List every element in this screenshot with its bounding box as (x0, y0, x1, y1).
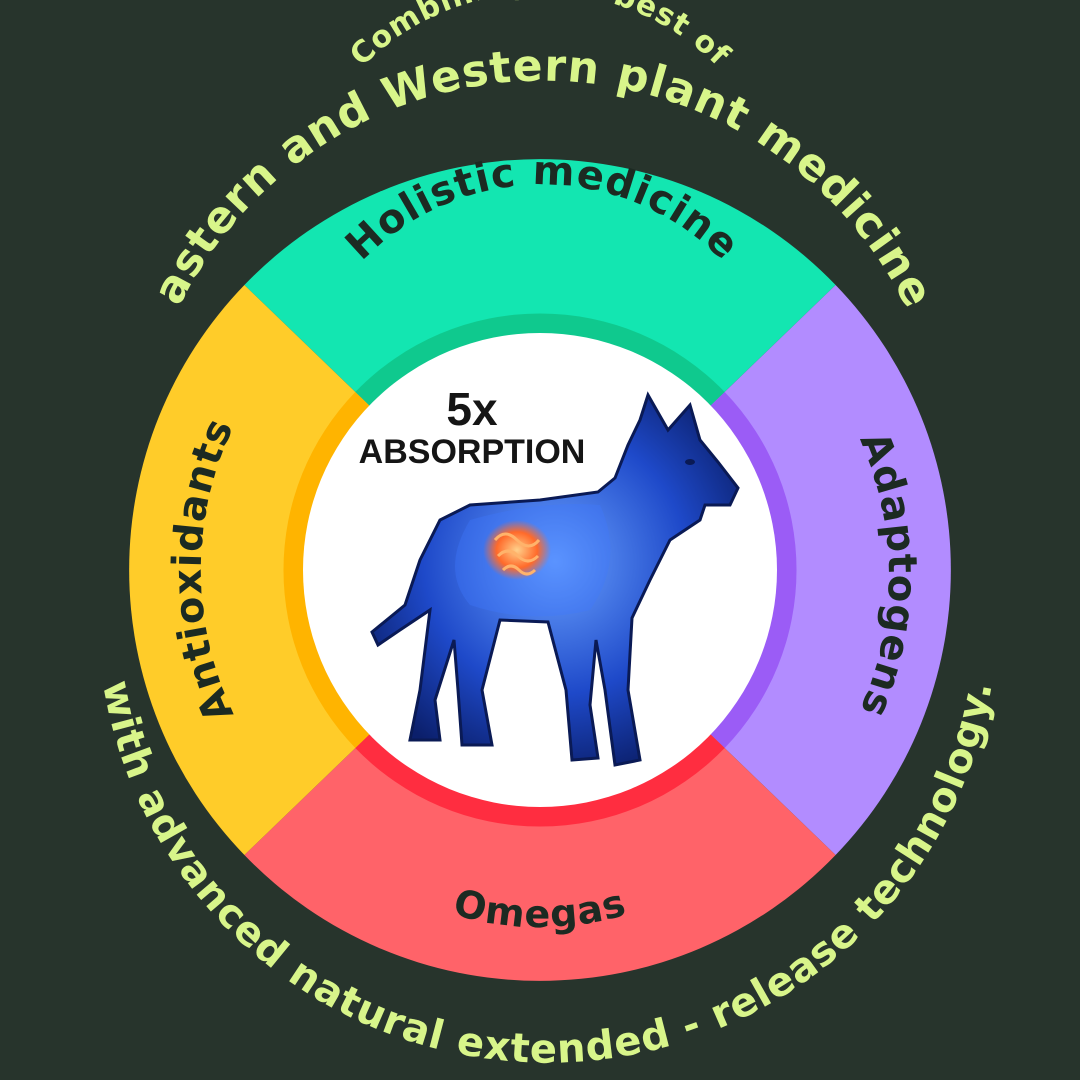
absorption-label: ABSORPTION (359, 433, 586, 471)
dog-xray-illustration (370, 391, 740, 767)
absorption-value: 5x (446, 383, 498, 435)
